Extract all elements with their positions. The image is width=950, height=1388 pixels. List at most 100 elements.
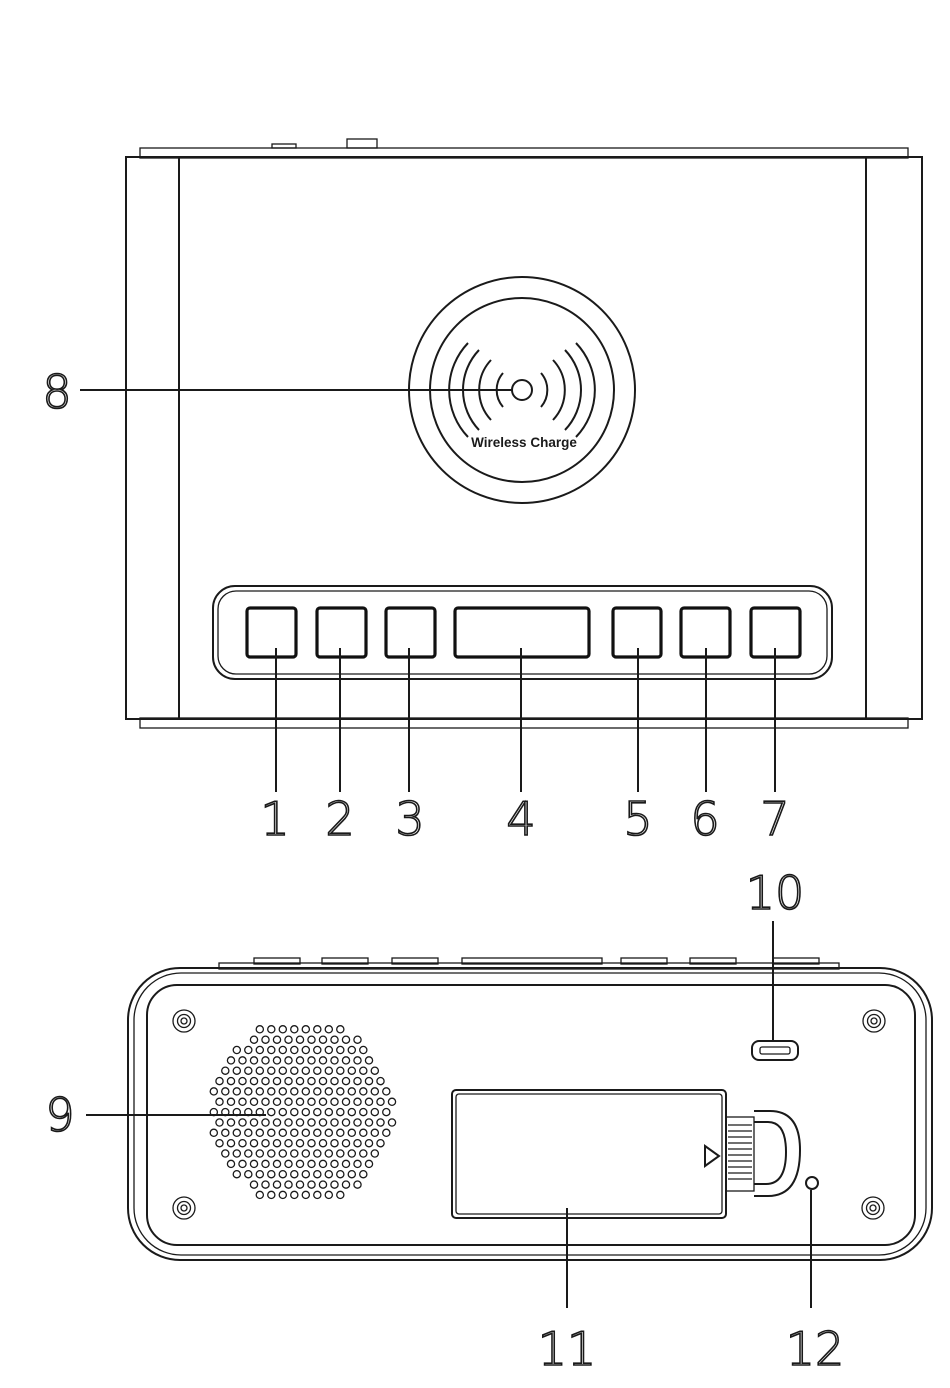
speaker-hole xyxy=(342,1119,349,1126)
speaker-hole xyxy=(233,1129,240,1136)
speaker-hole xyxy=(256,1088,263,1095)
speaker-hole xyxy=(273,1098,280,1105)
speaker-hole xyxy=(262,1140,269,1147)
speaker-hole xyxy=(227,1078,234,1085)
speaker-hole xyxy=(354,1160,361,1167)
speaker-hole xyxy=(296,1119,303,1126)
speaker-hole xyxy=(256,1150,263,1157)
speaker-hole xyxy=(291,1088,298,1095)
speaker-hole xyxy=(319,1181,326,1188)
speaker-hole xyxy=(314,1150,321,1157)
button-1[interactable] xyxy=(247,608,296,657)
speaker-hole xyxy=(302,1129,309,1136)
speaker-hole xyxy=(285,1098,292,1105)
speaker-hole xyxy=(291,1026,298,1033)
speaker-hole xyxy=(245,1129,252,1136)
speaker-hole xyxy=(365,1140,372,1147)
speaker-hole xyxy=(319,1160,326,1167)
speaker-hole xyxy=(325,1150,332,1157)
speaker-hole xyxy=(302,1109,309,1116)
speaker-hole xyxy=(331,1181,338,1188)
callout-4: 4 xyxy=(506,792,535,846)
speaker-hole xyxy=(296,1160,303,1167)
callout-3: 3 xyxy=(395,792,424,846)
speaker-hole xyxy=(285,1160,292,1167)
speaker-hole xyxy=(268,1046,275,1053)
speaker-hole xyxy=(291,1067,298,1074)
screw-icon xyxy=(173,1010,195,1032)
speaker-hole xyxy=(273,1036,280,1043)
speaker-hole xyxy=(337,1067,344,1074)
callout-11: 11 xyxy=(538,1322,597,1376)
speaker-hole xyxy=(245,1088,252,1095)
speaker-hole xyxy=(354,1078,361,1085)
speaker-hole xyxy=(337,1026,344,1033)
speaker-hole xyxy=(216,1140,223,1147)
speaker-hole xyxy=(308,1140,315,1147)
speaker-hole xyxy=(302,1150,309,1157)
top-tab-small xyxy=(272,144,296,148)
speaker-hole xyxy=(216,1119,223,1126)
speaker-hole xyxy=(314,1067,321,1074)
speaker-hole xyxy=(365,1119,372,1126)
button-3[interactable] xyxy=(386,608,435,657)
speaker-hole xyxy=(319,1098,326,1105)
speaker-hole xyxy=(273,1119,280,1126)
speaker-hole xyxy=(268,1067,275,1074)
speaker-hole xyxy=(354,1181,361,1188)
speaker-hole xyxy=(348,1150,355,1157)
speaker-hole xyxy=(319,1057,326,1064)
speaker-hole xyxy=(296,1181,303,1188)
speaker-hole xyxy=(354,1140,361,1147)
speaker-hole xyxy=(250,1078,257,1085)
speaker-hole xyxy=(371,1150,378,1157)
speaker-hole xyxy=(279,1088,286,1095)
speaker-hole xyxy=(342,1036,349,1043)
speaker-hole xyxy=(250,1140,257,1147)
speaker-hole xyxy=(302,1191,309,1198)
speaker-hole xyxy=(371,1109,378,1116)
micro-usb-port[interactable] xyxy=(752,1041,798,1060)
speaker-hole xyxy=(365,1078,372,1085)
callout-9: 9 xyxy=(45,1088,74,1142)
speaker-hole xyxy=(337,1129,344,1136)
control-bar-inner xyxy=(218,591,827,674)
speaker-hole xyxy=(285,1181,292,1188)
speaker-hole xyxy=(337,1191,344,1198)
speaker-hole xyxy=(383,1109,390,1116)
speaker-hole xyxy=(296,1140,303,1147)
speaker-hole xyxy=(256,1067,263,1074)
speaker-hole xyxy=(337,1088,344,1095)
speaker-hole xyxy=(273,1160,280,1167)
speaker-hole xyxy=(325,1109,332,1116)
speaker-hole xyxy=(308,1181,315,1188)
battery-cover[interactable] xyxy=(452,1090,726,1218)
speaker-hole xyxy=(342,1098,349,1105)
top-tab xyxy=(347,139,377,148)
speaker-hole xyxy=(279,1026,286,1033)
speaker-hole xyxy=(285,1078,292,1085)
speaker-hole xyxy=(216,1098,223,1105)
battery-cover-latch[interactable] xyxy=(726,1111,800,1196)
speaker-hole xyxy=(342,1078,349,1085)
callout-2: 2 xyxy=(325,792,354,846)
speaker-hole xyxy=(348,1171,355,1178)
speaker-hole xyxy=(245,1171,252,1178)
button-2[interactable] xyxy=(317,608,366,657)
speaker-hole xyxy=(377,1078,384,1085)
speaker-hole xyxy=(331,1160,338,1167)
front-view: Wireless Charge 1 2 3 4 5 6 7 8 xyxy=(42,139,922,846)
speaker-hole xyxy=(331,1078,338,1085)
speaker-hole xyxy=(325,1046,332,1053)
speaker-hole xyxy=(331,1140,338,1147)
speaker-hole xyxy=(383,1088,390,1095)
speaker-hole xyxy=(377,1098,384,1105)
reset-hole[interactable] xyxy=(806,1177,818,1189)
speaker-hole xyxy=(365,1098,372,1105)
speaker-hole xyxy=(291,1191,298,1198)
speaker-hole xyxy=(325,1067,332,1074)
speaker-hole xyxy=(331,1119,338,1126)
speaker-hole xyxy=(325,1171,332,1178)
speaker-hole xyxy=(291,1171,298,1178)
speaker-hole xyxy=(319,1078,326,1085)
